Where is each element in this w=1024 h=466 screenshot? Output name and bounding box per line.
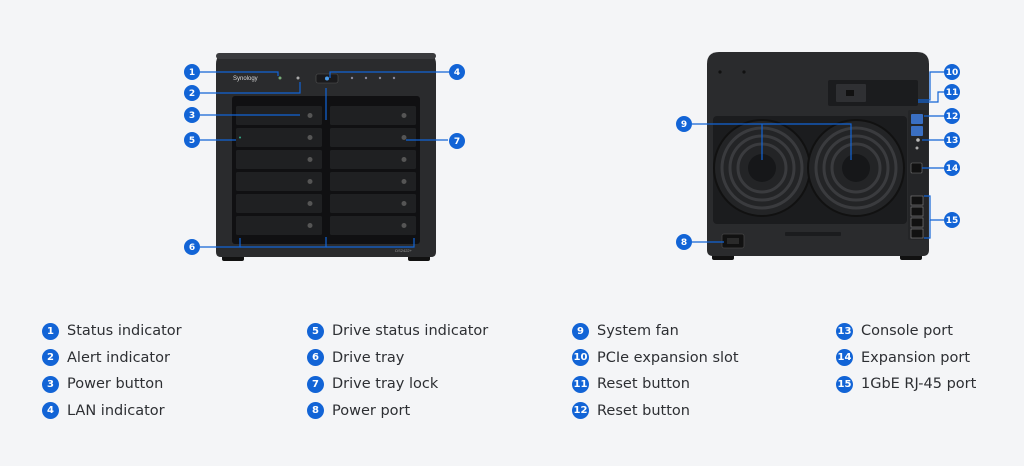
svg-text:7: 7 [454, 137, 460, 147]
callout-15: 15 [944, 212, 960, 228]
svg-text:14: 14 [946, 164, 959, 174]
legend-item: 4 LAN indicator [42, 398, 182, 425]
model-label: DS2422+ [395, 248, 412, 253]
callout-7: 7 [449, 133, 465, 149]
legend-item: 11 Reset button [572, 371, 739, 398]
callout-3: 3 [184, 107, 200, 123]
svg-text:4: 4 [454, 68, 460, 78]
svg-text:8: 8 [681, 238, 687, 248]
legend-item: 5 Drive status indicator [307, 318, 488, 345]
legend-label: Alert indicator [67, 349, 170, 366]
legend-item: 10 PCIe expansion slot [572, 345, 739, 372]
callout-10: 10 [944, 64, 960, 80]
legend-label: Drive tray [332, 349, 405, 366]
legend-label: Drive tray lock [332, 376, 439, 393]
legend-label: Status indicator [67, 323, 182, 340]
callout-2: 2 [184, 85, 200, 101]
expansion-port [910, 162, 923, 174]
svg-text:2: 2 [189, 89, 195, 99]
legend-badge: 10 [572, 349, 589, 367]
legend-item: 2 Alert indicator [42, 345, 182, 372]
svg-text:13: 13 [946, 136, 959, 146]
callout-13: 13 [944, 132, 960, 148]
legend-label: Console port [861, 323, 953, 340]
legend-item: 15 1GbE RJ-45 port [836, 371, 976, 398]
usb-ports [911, 114, 923, 124]
callout-4: 4 [449, 64, 465, 80]
legend-label: Power port [332, 402, 411, 419]
system-fans [713, 116, 907, 224]
svg-text:11: 11 [946, 88, 959, 98]
legend-badge: 1 [42, 322, 59, 340]
svg-text:15: 15 [946, 216, 959, 226]
legend-item: 9 System fan [572, 318, 739, 345]
legend-label: Reset button [597, 402, 690, 419]
rear-view [692, 52, 944, 260]
callout-9: 9 [676, 116, 692, 132]
nas-diagram: Synology [184, 52, 960, 261]
legend-badge: 7 [307, 375, 324, 393]
legend-label: Expansion port [861, 349, 970, 366]
legend-badge: 2 [42, 349, 59, 367]
legend-item: 12 Reset button [572, 398, 739, 425]
legend-column: 1 Status indicator 2 Alert indicator 3 Powe… [42, 318, 182, 424]
legend-column: 5 Drive status indicator 6 Drive tray 7 Dri… [307, 318, 488, 424]
legend-item: 8 Power port [307, 398, 488, 425]
legend-badge: 9 [572, 322, 589, 340]
callout-8: 8 [676, 234, 692, 250]
legend-badge: 13 [836, 322, 853, 340]
callout-6: 6 [184, 239, 200, 255]
rj45-ports [910, 195, 924, 239]
legend-badge: 5 [307, 322, 324, 340]
brand-logo-text: Synology [233, 76, 258, 82]
front-view: Synology [200, 53, 450, 261]
legend-badge: 14 [836, 349, 853, 367]
legend-item: 6 Drive tray [307, 345, 488, 372]
legend-label: PCIe expansion slot [597, 349, 739, 366]
legend-item: 13 Console port [836, 318, 976, 345]
drive-trays-right [330, 106, 416, 235]
legend-label: Reset button [597, 376, 690, 393]
legend-item: 1 Status indicator [42, 318, 182, 345]
legend-label: Drive status indicator [332, 323, 489, 340]
legend-item: 3 Power button [42, 371, 182, 398]
legend-badge: 12 [572, 402, 589, 420]
legend-item: 7 Drive tray lock [307, 371, 488, 398]
legend-badge: 4 [42, 402, 59, 420]
callout-12: 12 [944, 108, 960, 124]
legend-badge: 3 [42, 375, 59, 393]
callout-1: 1 [184, 64, 200, 80]
callout-5: 5 [184, 132, 200, 148]
svg-text:5: 5 [189, 136, 195, 146]
svg-text:10: 10 [946, 68, 959, 78]
svg-text:1: 1 [189, 68, 195, 78]
callout-14: 14 [944, 160, 960, 176]
legend-item: 14 Expansion port [836, 345, 976, 372]
legend-label: 1GbE RJ-45 port [861, 376, 977, 393]
legend-column: 13 Console port 14 Expansion port 15 1GbE R… [836, 318, 976, 398]
legend-label: Power button [67, 376, 164, 393]
svg-text:12: 12 [946, 112, 959, 122]
svg-text:6: 6 [189, 243, 195, 253]
legend-badge: 6 [307, 349, 324, 367]
drive-trays-left [236, 106, 322, 235]
svg-text:9: 9 [681, 120, 687, 130]
legend-badge: 11 [572, 375, 589, 393]
legend-label: LAN indicator [67, 402, 165, 419]
legend-badge: 8 [307, 402, 324, 420]
callout-11: 11 [944, 84, 960, 100]
svg-text:3: 3 [189, 111, 195, 121]
legend-label: System fan [597, 323, 679, 340]
legend-badge: 15 [836, 375, 853, 393]
